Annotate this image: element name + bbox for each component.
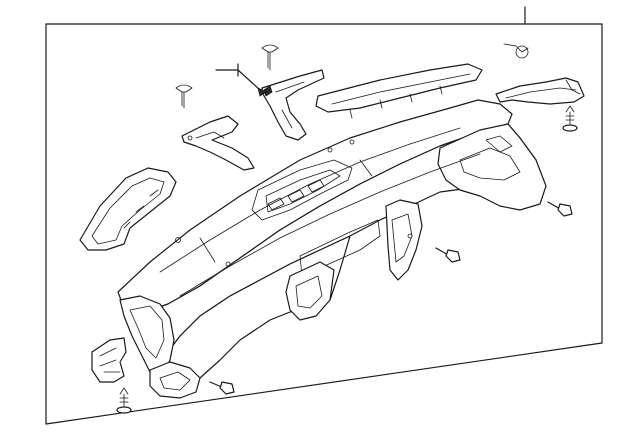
bolt-right-upper <box>547 201 573 217</box>
left-floor-duct <box>91 337 127 383</box>
push-pin-clip-right <box>503 43 529 59</box>
bolt-bottom <box>209 381 235 395</box>
left-end-panel-cover <box>79 167 177 251</box>
callout-leader-center-duct <box>215 63 261 91</box>
screw-right <box>562 105 578 132</box>
diagram-frame <box>45 23 603 425</box>
push-pin-clip-top <box>261 44 279 71</box>
screw-bottom-left <box>116 387 132 414</box>
instrument-panel-main <box>117 99 547 399</box>
callout-arrow <box>257 87 267 97</box>
push-pin-clip-left <box>175 84 193 109</box>
bolt-right-middle <box>435 247 461 263</box>
defroster-duct-left <box>181 115 255 171</box>
right-air-vent-duct <box>495 77 585 105</box>
defroster-duct-center <box>261 69 325 141</box>
defroster-grille-trim <box>315 63 483 119</box>
